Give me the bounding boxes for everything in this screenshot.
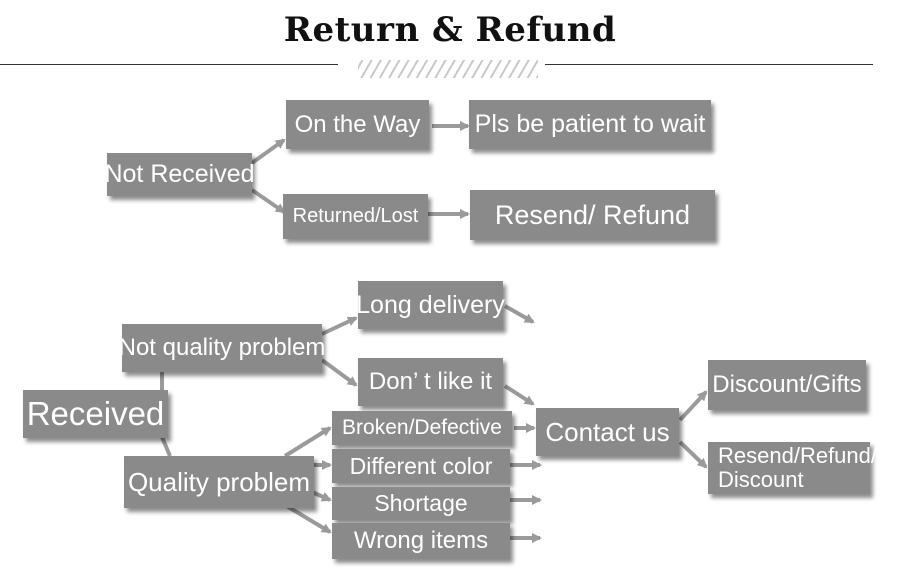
- arrow-contact-resend: [678, 440, 708, 469]
- node-on-the-way: On the Way: [286, 100, 429, 149]
- node-returned-lost: Returned/Lost: [283, 194, 428, 239]
- arrow-notquality-dontlike: [320, 358, 358, 387]
- node-received: Received: [23, 390, 168, 438]
- title-divider-left: [0, 64, 338, 65]
- arrow-notquality-longdelivery: [321, 316, 358, 336]
- arrow-contact-discount: [678, 390, 708, 422]
- arrow-dontlike-contact: [503, 384, 535, 406]
- node-wrong-items: Wrong items: [332, 523, 510, 559]
- arrow-notreceived-ontheway: [250, 138, 286, 165]
- node-discount-gifts: Discount/Gifts: [708, 360, 866, 410]
- node-not-quality-problem: Not quality problem: [119, 324, 325, 372]
- line-received-quality: [160, 436, 172, 457]
- node-broken-defective: Broken/Defective: [332, 411, 512, 445]
- node-shortage: Shortage: [332, 487, 510, 520]
- arrow-longdelivery-out: [504, 304, 535, 324]
- node-resend-refund-discount-line1: Resend/Refund/: [718, 443, 877, 468]
- node-pls-be-patient: Pls be patient to wait: [469, 100, 711, 149]
- arrow-quality-wrong: [283, 503, 332, 534]
- title-hatch-decoration: [358, 60, 538, 78]
- node-long-delivery: Long delivery: [356, 281, 505, 329]
- arrow-notreceived-returnedlost: [250, 188, 286, 214]
- node-dont-like-it: Don’ t like it: [358, 358, 503, 406]
- title-divider-right: [545, 64, 873, 65]
- page-title: Return & Refund: [283, 10, 617, 50]
- node-resend-refund-discount-line2: Discount: [718, 467, 804, 492]
- node-resend-refund: Resend/ Refund: [470, 190, 715, 240]
- node-resend-refund-discount: Resend/Refund/ Discount: [708, 442, 877, 494]
- arrow-quality-shortage: [311, 490, 332, 502]
- node-contact-us: Contact us: [536, 408, 679, 456]
- node-not-received: Not Received: [104, 153, 255, 196]
- node-quality-problem: Quality problem: [124, 456, 314, 508]
- arrow-quality-broken: [283, 426, 332, 458]
- node-different-color: Different color: [332, 449, 510, 483]
